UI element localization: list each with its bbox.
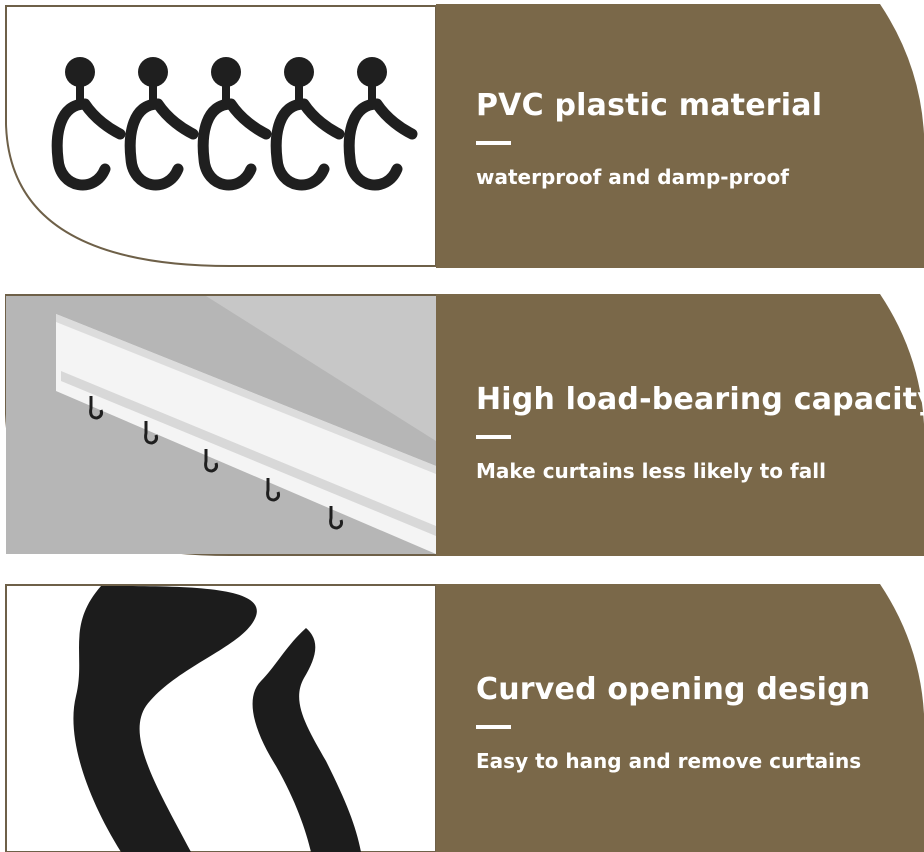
title-divider	[476, 141, 511, 145]
title-divider	[476, 725, 511, 729]
feature-panel-curved: Curved opening design Easy to hang and r…	[0, 584, 924, 852]
title-divider	[476, 435, 511, 439]
feature-title: High load-bearing capacity	[476, 382, 924, 417]
feature-panel-material: PVC plastic material waterproof and damp…	[0, 4, 924, 268]
feature-subtitle: waterproof and damp-proof	[476, 165, 789, 189]
feature-panel-load: High load-bearing capacity Make curtains…	[0, 294, 924, 556]
feature-title: Curved opening design	[476, 672, 871, 707]
feature-title: PVC plastic material	[476, 88, 823, 123]
panel-background	[5, 4, 924, 268]
hooks-row-image	[51, 57, 418, 191]
rail-with-hooks-image	[6, 296, 436, 554]
feature-text-load: High load-bearing capacity Make curtains…	[476, 382, 924, 483]
feature-text-material: PVC plastic material waterproof and damp…	[476, 88, 822, 189]
curved-hook-closeup-image	[73, 586, 361, 852]
feature-subtitle: Easy to hang and remove curtains	[476, 749, 862, 773]
feature-subtitle: Make curtains less likely to fall	[476, 459, 826, 483]
feature-text-curved: Curved opening design Easy to hang and r…	[476, 672, 870, 773]
